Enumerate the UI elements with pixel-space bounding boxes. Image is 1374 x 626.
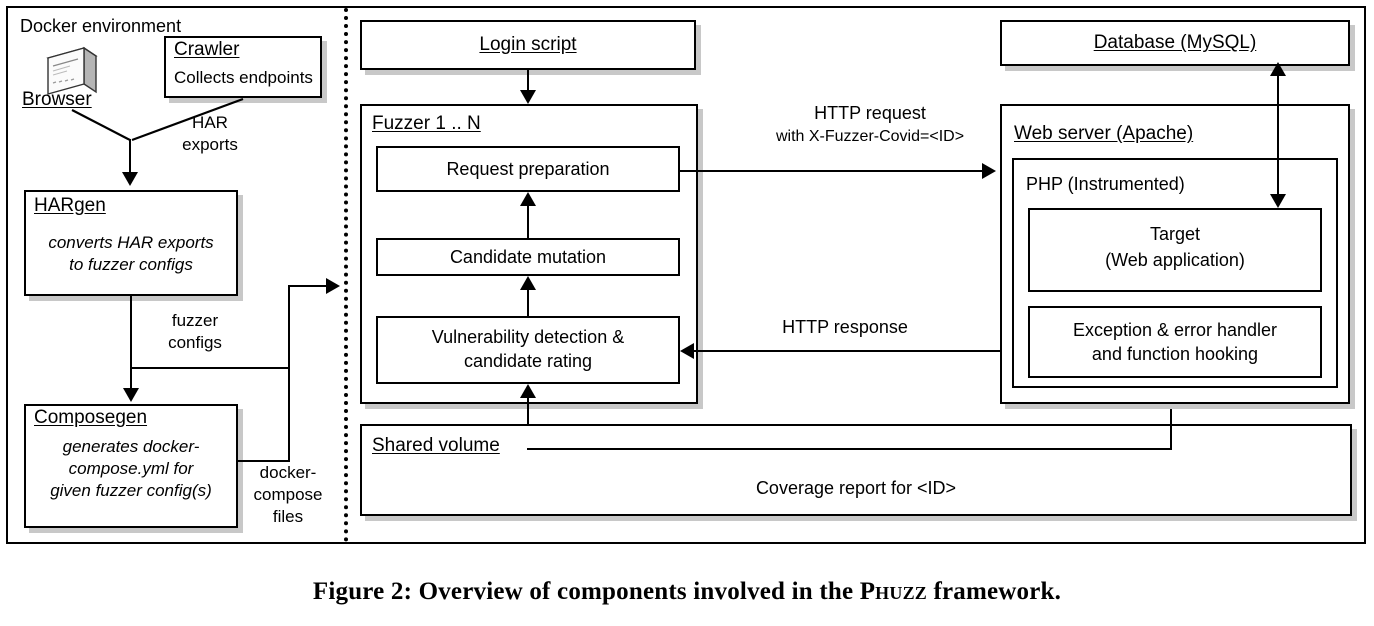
http-response-label: HTTP response <box>782 317 908 337</box>
hargen-desc-line2: to fuzzer configs <box>69 255 193 274</box>
http-response-arrowhead <box>680 343 694 359</box>
http-request-arrowhead <box>982 163 996 179</box>
http-request-connector <box>680 170 986 172</box>
mutation-to-preparation-arrowhead <box>520 192 536 206</box>
login-to-fuzzer-connector <box>527 70 529 96</box>
request-preparation-label: Request preparation <box>446 159 610 179</box>
candidate-mutation-box: Candidate mutation <box>376 238 680 276</box>
vulnerability-detection-box: Vulnerability detection & candidate rati… <box>376 316 680 384</box>
target-line1: Target <box>1149 224 1201 244</box>
docker-boundary-divider <box>344 8 348 542</box>
composegen-desc-line1: generates docker- <box>62 437 200 456</box>
shared-volume-title: Shared volume <box>372 435 500 456</box>
candidate-mutation-label: Candidate mutation <box>449 247 607 267</box>
docker-out-arrowhead <box>326 278 340 294</box>
coverage-report-vertical <box>1170 384 1172 450</box>
vulnerability-detection-line2: candidate rating <box>463 351 593 371</box>
vulnerability-detection-line1: Vulnerability detection & <box>431 327 625 347</box>
database-target-connector <box>1277 76 1279 206</box>
har-exports-connector <box>129 139 131 177</box>
login-script-box: Login script <box>360 20 696 70</box>
crawler-subtitle: Collects endpoints <box>174 68 313 87</box>
fuzzer-configs-label: fuzzer configs <box>168 311 222 352</box>
composegen-desc-line3: given fuzzer config(s) <box>50 481 212 500</box>
browser-icon <box>40 42 102 104</box>
fuzzer-configs-branch-horizontal <box>130 367 290 369</box>
coverage-to-detection-arrowhead <box>520 384 536 398</box>
fuzzer-configs-connector <box>130 296 132 392</box>
har-exports-arrowhead <box>122 172 138 186</box>
detection-to-mutation-arrowhead <box>520 276 536 290</box>
docker-compose-files-label: docker- compose files <box>253 463 323 526</box>
web-server-title: Web server (Apache) <box>1014 123 1194 144</box>
exception-handler-box: Exception & error handler and function h… <box>1028 306 1322 378</box>
hargen-title: HARgen <box>34 195 106 216</box>
hargen-desc-line1: converts HAR exports <box>48 233 214 252</box>
http-response-connector <box>690 350 1000 352</box>
coverage-report-horizontal <box>527 448 1172 450</box>
coverage-to-detection-connector <box>527 392 529 448</box>
php-label: PHP (Instrumented) <box>1026 174 1185 194</box>
target-box: Target (Web application) <box>1028 208 1322 292</box>
figure-caption: Figure 2: Overview of components involve… <box>0 578 1374 606</box>
docker-out-horizontal <box>288 285 330 287</box>
database-box: Database (MySQL) <box>1000 20 1350 66</box>
caption-suffix: framework. <box>927 578 1062 605</box>
caption-framework-name: Phuzz <box>859 578 927 605</box>
fuzzer-configs-branch-vertical <box>288 285 290 369</box>
database-arrowhead-up <box>1270 62 1286 76</box>
shared-volume-box: Shared volume Coverage report for <ID> <box>360 424 1352 516</box>
coverage-report-label: Coverage report for <ID> <box>755 478 957 498</box>
request-preparation-box: Request preparation <box>376 146 680 192</box>
har-exports-label: HAR exports <box>182 113 238 154</box>
handler-line1: Exception & error handler <box>1072 320 1278 340</box>
hargen-box: HARgen converts HAR exports to fuzzer co… <box>24 190 238 296</box>
login-script-label: Login script <box>479 34 577 55</box>
caption-prefix: Figure 2: Overview of components involve… <box>312 578 860 605</box>
docker-compose-branch-horizontal <box>238 460 290 462</box>
crawler-title: Crawler <box>174 39 240 60</box>
database-label: Database (MySQL) <box>1093 32 1257 53</box>
crawler-box: Crawler Collects endpoints <box>164 36 322 98</box>
target-line2: (Web application) <box>1105 250 1245 270</box>
login-to-fuzzer-arrowhead <box>520 90 536 104</box>
detection-to-mutation-connector <box>527 284 529 316</box>
http-request-line2: with X-Fuzzer-Covid=<ID> <box>775 128 965 145</box>
docker-compose-branch-vertical <box>288 367 290 462</box>
database-arrowhead-down <box>1270 194 1286 208</box>
composegen-title: Composegen <box>34 407 148 428</box>
handler-line2: and function hooking <box>1091 344 1259 364</box>
docker-environment-label: Docker environment <box>20 16 182 36</box>
fuzzer-title: Fuzzer 1 .. N <box>372 113 481 134</box>
composegen-desc-line2: compose.yml for <box>68 459 194 478</box>
mutation-to-preparation-connector <box>527 200 529 238</box>
fuzzer-configs-arrowhead <box>123 388 139 402</box>
http-request-line1: HTTP request <box>814 103 926 123</box>
browser-label: Browser <box>22 89 92 110</box>
composegen-box: Composegen generates docker- compose.yml… <box>24 404 238 528</box>
